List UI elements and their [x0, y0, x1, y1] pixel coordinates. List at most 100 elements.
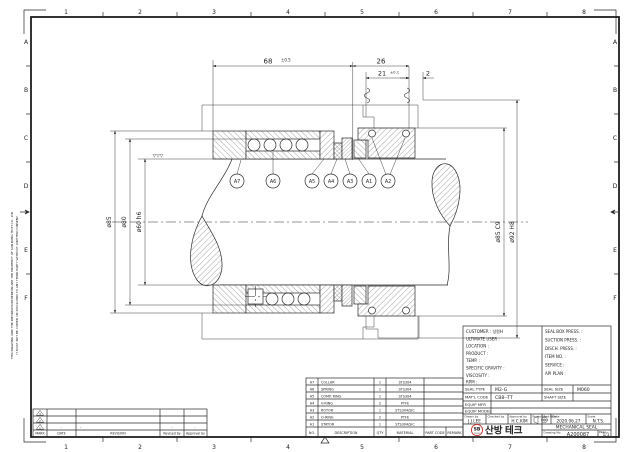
equip-mfr-label: EQUIP MFR — [465, 402, 486, 407]
date-label: Date — [553, 415, 560, 419]
parts-header-description: DESCRIPTION — [335, 431, 358, 435]
surface-finish-mark: ▽▽▽ — [153, 154, 164, 159]
logo-badge-bottom: TECH — [474, 433, 480, 435]
part-no: A1 — [310, 422, 314, 426]
parts-row-a6: A6 SPRING 1 STS304 — [310, 387, 412, 391]
info-item-no: ITEM NO. : — [545, 354, 566, 359]
zone-number: 2 — [138, 444, 142, 451]
o-ring-top-right — [402, 129, 410, 138]
zone-ticks — [20, 12, 620, 444]
stator-top — [353, 139, 367, 159]
part-qty: 1 — [379, 394, 381, 398]
third-angle-projection-icon — [533, 416, 549, 424]
drawing-no-value: A200087 — [567, 432, 590, 438]
v-ring-top — [333, 142, 343, 160]
parts-header-material: MATERIAL — [397, 431, 414, 435]
info-suction-press: SUCTION PRESS. : — [545, 337, 581, 342]
phantom-outlines — [201, 66, 520, 340]
rotor-bottom — [341, 284, 353, 307]
parts-row-a4: A4 V-RING 2 PTFE — [310, 401, 409, 405]
logo-name-red: 테크 — [505, 425, 523, 437]
matl-code-label: MAT'L CODE — [465, 395, 489, 400]
part-no: A2 — [310, 415, 314, 419]
part-material: PTFE — [401, 401, 409, 405]
parts-list-headers: NO. DESCRIPTION QTY MATERIAL PART CODE R… — [309, 431, 463, 435]
balloon-A2: A2 — [380, 173, 396, 189]
company-logo: SB TECH 산방 테크 — [470, 423, 523, 437]
balloons: A7 A6 A5 A4 A3 A1 A2 — [229, 173, 396, 189]
part-description: COMP. RING — [321, 394, 342, 398]
balloon-label: A1 — [366, 179, 372, 185]
matl-code-value: CB8--TT — [495, 395, 513, 401]
part-material: STS304 — [399, 387, 412, 391]
o-ring-bottom-right — [402, 306, 410, 315]
zone-letter: F — [24, 295, 28, 302]
part-no: A6 — [310, 387, 314, 391]
dim-dia85-label: ø85 — [106, 216, 113, 227]
confidentiality-note: THIS DRAWING AND THE INFORMATION HEREON … — [10, 211, 19, 360]
customer-info-right: SEAL BOX PRESS. : SUCTION PRESS. : DISCH… — [545, 329, 583, 376]
dimension-dia85c9: ø85 C9 — [495, 127, 506, 317]
scale-value: N.T.S. — [593, 419, 605, 424]
scale-label: Scale — [588, 415, 596, 419]
stator-bottom — [353, 285, 367, 305]
seal-size-label: SEAL SIZE — [544, 387, 564, 392]
dim-dia85c9-label: ø85 C9 — [495, 221, 502, 242]
zone-number: 7 — [508, 444, 512, 451]
seal-type-label: SEAL TYPE — [465, 387, 486, 392]
zone-letter: C — [613, 135, 617, 142]
parts-header-remark: REMARK — [447, 431, 462, 435]
zone-number: 6 — [434, 9, 438, 16]
dim-21-value: 21 — [378, 70, 386, 78]
checked-by-label: Checked by — [488, 415, 505, 419]
dimension-26: 26 — [352, 58, 410, 68]
info-service: SERVICE : — [545, 363, 564, 368]
spring-holder-outer-bottom — [245, 304, 321, 314]
info-specific-gravity: SPECIFIC GRAVITY : — [466, 366, 505, 371]
dimension-68: 68 ±0.5 — [212, 58, 354, 131]
balloon-A3: A3 — [342, 173, 358, 189]
spring-holder-outer-top — [245, 130, 321, 140]
zone-letter: A — [613, 39, 618, 46]
v-ring-bottom — [333, 284, 343, 302]
drawn-by-value: J.J.LEE — [467, 419, 481, 424]
part-material: STS304/SiC — [395, 422, 415, 426]
approval-by-label: Approval by — [510, 415, 528, 419]
shaft-break-left — [190, 158, 233, 286]
zone-numbers-top: 1 2 3 4 5 6 7 8 — [64, 9, 586, 16]
balloon-leaders — [236, 137, 406, 175]
title-block: CUSTOMER : 성원H ULTIMATE USER : LOCATION … — [462, 325, 612, 438]
revision-marks: 3 2 1 — [35, 409, 45, 430]
dimension-dia60: ø60 h6 — [136, 158, 232, 286]
zone-letter: E — [613, 247, 617, 254]
zone-number: 7 — [508, 9, 512, 16]
part-material: STS304/SiC — [395, 408, 415, 412]
part-no: A4 — [310, 401, 314, 405]
revision-header-approval-by: Approval by — [186, 432, 205, 436]
revision-header-revised-by: Revised by — [163, 432, 180, 436]
part-description: STATOR — [321, 422, 335, 426]
info-seal-box-press: SEAL BOX PRESS. : — [545, 329, 583, 334]
part-qty: 1 — [379, 408, 381, 412]
part-description: O-RING — [321, 415, 334, 419]
parts-row-a5: A5 COMP. RING 1 STS304 — [310, 394, 412, 398]
revision-revised-by: - — [171, 425, 173, 429]
part-qty: 2 — [379, 401, 381, 405]
part-description: V-RING — [321, 401, 333, 405]
balloon-label: A3 — [347, 179, 353, 185]
date-value: 2020.06.27 — [557, 419, 581, 424]
revision-mark-number: 3 — [39, 412, 41, 416]
revision-last-row: - - - - — [60, 425, 196, 429]
revision-header-revision: REVISION — [110, 432, 126, 436]
part-qty: 1 — [379, 387, 381, 391]
seal-size-value: M060 — [577, 387, 590, 393]
zone-number: 8 — [582, 444, 586, 451]
sleeve-top — [245, 150, 321, 160]
zone-letter: D — [24, 183, 29, 190]
parts-row-a2: A2 O-RING 2 PTFE — [310, 415, 409, 419]
info-api-plan: API PLAN : — [545, 371, 566, 376]
revision-approval-by: - — [194, 425, 196, 429]
balloon-label: A2 — [385, 179, 391, 185]
dim-68-value: 68 — [264, 58, 273, 66]
